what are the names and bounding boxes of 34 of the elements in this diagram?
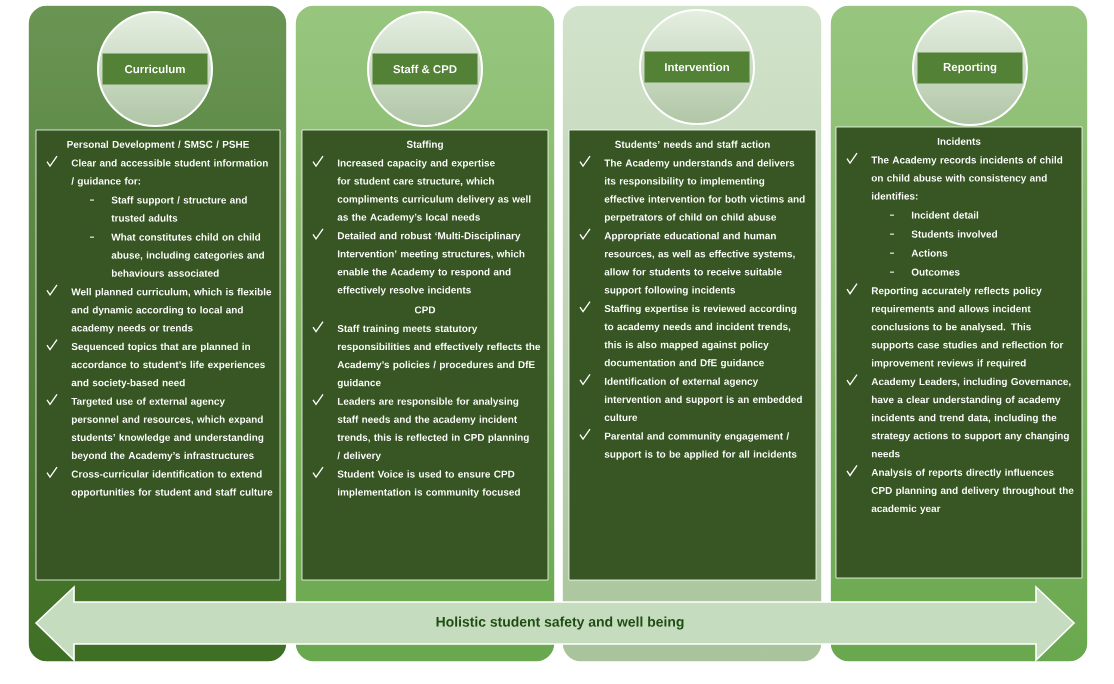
bullet-text: What constitutes child on child abuse, including categories and behaviours associated	[111, 233, 264, 277]
bullet-text: Detailed and robust ‘Multi-Disciplinary Intervention’ meeting structures, which enable the Academy to respond and effectively resolve incidents	[337, 232, 525, 296]
bullet-text: Reporting accurately reflects policy requirements and allows incident conclusions to be analysed. This supports case studies and reflection for improvement reviews if required	[871, 286, 1064, 369]
bullet-text: Student Voice is used to ensure CPD implementation is community focused	[337, 470, 520, 498]
title-label: Reporting	[917, 52, 1023, 84]
bullet-text: Academy Leaders, including Governance, have a clear understanding of academy incidents and trend data, including the strategy actions to support any changing needs	[871, 377, 1071, 458]
bullet-text: Increased capacity and expertise for student care structure, which compliments curriculum delivery as well as the Academy’s local needs	[337, 159, 531, 223]
bullet-text: Analysis of reports directly influences CPD planning and delivery throughout the academic year	[871, 468, 1074, 515]
bullet-text: Sequenced topics that are planned in accordance to student’s life experiences and society-based need	[71, 342, 265, 389]
bullet-text: Staff support / structure and trusted adults	[111, 196, 247, 222]
bullet-text: Students involved	[911, 230, 997, 238]
bullet-text: Appropriate educational and human resources, as well as effective systems, allow for students to receive suitable support following incidents	[604, 232, 795, 296]
bullet-text: The Academy records incidents of child on child abuse with consistency and identifies:	[871, 156, 1063, 200]
bullet-text: Targeted use of external agency personnel and resources, which expand students’ knowledge and understanding beyond the Academy’s infrastructures	[71, 397, 264, 461]
bullet-text: Identification of external agency intervention and support is an embedded culture	[604, 377, 802, 422]
bullet-text: Parental and community engagement / support is to be applied for all incidents	[604, 432, 797, 460]
title-label: Intervention	[644, 51, 750, 83]
bullet-text: Cross-curricular identification to extend opportunities for student and staff culture	[71, 470, 273, 498]
bullet-text: Staffing expertise is reviewed according to academy needs and incident trends, this is also mapped against policy documentation and DfE guidance	[604, 304, 797, 369]
title-label: Curriculum	[102, 53, 208, 85]
bullet-text: Staff training meets statutory responsibilities and effectively reflects the Academy’s policies / procedures and DfE guidance	[337, 324, 541, 389]
section-heading: CPD	[414, 306, 436, 314]
bullet-text: The Academy understands and delivers its responsibility to implementing effective intervention for both victims and perpetrators of child on child abuse	[604, 159, 805, 223]
bullet-text: Leaders are responsible for analysing staff needs and the academy incident trends, this is reflected in CPD planning / delivery	[337, 397, 529, 461]
bullet-text: Well planned curriculum, which is flexible and dynamic according to local and academy needs or trends	[71, 288, 272, 334]
section-heading: Students’ needs and staff action	[615, 140, 770, 148]
bullet-text: Outcomes	[911, 268, 960, 276]
bullet-text: Actions	[911, 249, 948, 257]
title-label: Staff & CPD	[372, 53, 478, 85]
section-heading: Incidents	[937, 137, 981, 145]
bullet-text: Incident detail	[911, 211, 979, 219]
bullet-text: Clear and accessible student information / guidance for:	[71, 159, 268, 187]
section-heading: Personal Development / SMSC / PSHE	[67, 140, 249, 150]
section-heading: Staffing	[406, 140, 443, 150]
